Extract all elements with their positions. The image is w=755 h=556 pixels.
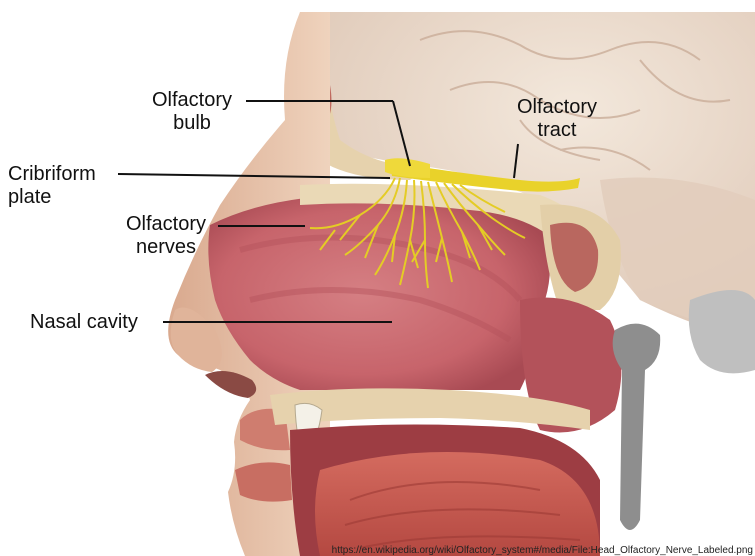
label-olfactory-bulb-line1: Olfactory [140, 89, 244, 112]
label-olfactory-tract-line2: tract [505, 119, 609, 142]
label-olfactory-nerves: Olfactory nerves [116, 213, 216, 259]
label-olfactory-bulb-line2: bulb [140, 112, 244, 135]
label-olfactory-nerves-line2: nerves [116, 236, 216, 259]
ear-region [689, 290, 755, 373]
label-olfactory-tract-line1: Olfactory [505, 96, 609, 119]
label-olfactory-tract: Olfactory tract [505, 96, 609, 142]
eustachian-tube [613, 324, 661, 530]
label-cribriform-plate-line1: Cribriform [8, 163, 96, 186]
label-olfactory-nerves-line1: Olfactory [116, 213, 216, 236]
lower-lip [235, 462, 292, 501]
label-cribriform-plate: Cribriform plate [8, 163, 96, 209]
image-source-credit: https://en.wikipedia.org/wiki/Olfactory_… [300, 545, 753, 556]
label-olfactory-bulb: Olfactory bulb [140, 89, 244, 135]
label-nasal-cavity: Nasal cavity [30, 311, 138, 334]
tongue [315, 452, 600, 556]
label-cribriform-plate-line2: plate [8, 186, 96, 209]
